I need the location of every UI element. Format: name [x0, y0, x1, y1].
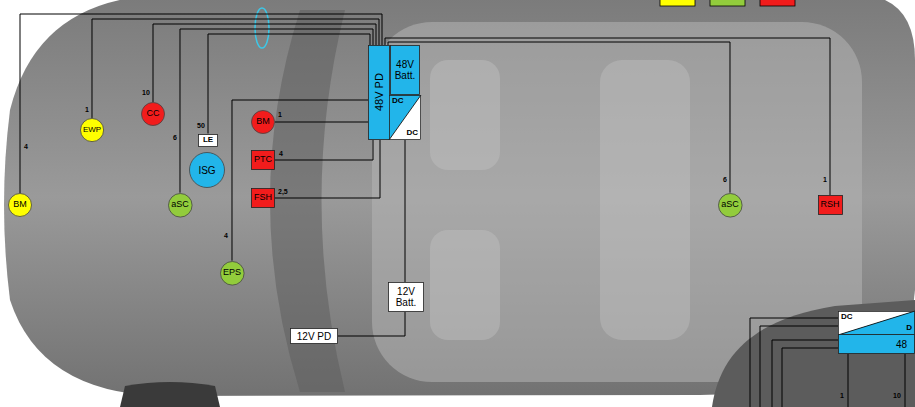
wire-connector [388, 42, 730, 193]
wire-gauge-number: 1 [85, 106, 89, 113]
node-text: D [906, 324, 912, 333]
wire-connector [20, 14, 382, 193]
node-text: DC [392, 97, 404, 106]
node-text: EWP [83, 126, 101, 135]
node-text: BM [13, 200, 27, 210]
component-circle: EPS [220, 261, 245, 286]
component-box: RSH [818, 195, 843, 215]
node-text: BM [256, 117, 270, 127]
second-car-body [712, 300, 915, 407]
wheel [120, 382, 220, 407]
wire-gauge-number: 1 [278, 111, 282, 118]
node-text: 48V Batt. [393, 59, 417, 81]
component-box: PTC [251, 150, 275, 170]
battery-box: 48V Batt. [390, 45, 420, 95]
wire-gauge-number: 4 [224, 232, 228, 239]
wire-connector [338, 312, 405, 336]
wire-gauge-number: 2,5 [278, 188, 288, 195]
node-text: CC [147, 109, 160, 119]
wire-connector [180, 29, 373, 193]
wire-gauge-number: 10 [142, 89, 150, 96]
battery-box: 12V Batt. [388, 282, 424, 312]
node-text: EPS [223, 268, 241, 278]
color-swatch [660, 0, 695, 6]
node-text: 48 [896, 339, 907, 350]
component-circle: BM [251, 110, 275, 134]
node-text: ISG [198, 165, 215, 176]
component-circle: EWP [80, 118, 104, 142]
rear-bench [600, 60, 690, 340]
node-text: aSC [171, 200, 189, 210]
power-distributor-box: 12V PD [290, 328, 338, 344]
wire-connector [275, 140, 380, 198]
wire-gauge-number: 1 [840, 392, 844, 399]
wire-gauge-number: 10 [893, 392, 901, 399]
wire-connector [153, 24, 376, 102]
power-distributor-box: 48V PD [368, 45, 390, 140]
component-circle: aSC [718, 193, 743, 218]
node-text: DC [406, 129, 418, 138]
component-circle: BM [8, 193, 32, 217]
wire-gauge-number: 4 [279, 150, 283, 157]
node-text: FSH [254, 193, 272, 203]
power-distributor-box: 48 [838, 334, 915, 354]
seat [430, 60, 500, 170]
node-text: DC [841, 313, 853, 322]
node-text: PTC [254, 155, 272, 165]
electronics-box: LE [198, 134, 218, 147]
wire-connector [275, 140, 373, 160]
wire-gauge-number: 50 [197, 122, 205, 129]
wire-gauge-number: 6 [173, 134, 177, 141]
component-box: FSH [251, 188, 275, 208]
node-text: RSH [820, 200, 839, 210]
wire-connector [232, 100, 368, 261]
wire-gauge-number: 6 [723, 176, 727, 183]
node-text: 12V PD [297, 331, 331, 342]
color-swatch [760, 0, 795, 6]
wire-gauge-number: 1 [823, 176, 827, 183]
node-text: 12V Batt. [391, 286, 421, 308]
node-text: 48V PD [373, 74, 385, 112]
wire-connector [385, 38, 830, 195]
wire-connector [405, 140, 406, 282]
windshield [270, 10, 345, 392]
seat [430, 230, 500, 340]
component-circle: aSC [168, 193, 193, 218]
node-text: LE [203, 136, 213, 145]
color-swatch [710, 0, 745, 6]
wire-connector [275, 122, 368, 123]
node-text: aSC [721, 200, 739, 210]
component-circle: CC [141, 102, 165, 126]
wire-gauge-number: 4 [24, 143, 28, 150]
dcdc-converter-box: DC D [838, 311, 915, 335]
dcdc-converter-box: DC DC [389, 95, 421, 140]
generator-circle: ISG [189, 152, 225, 188]
